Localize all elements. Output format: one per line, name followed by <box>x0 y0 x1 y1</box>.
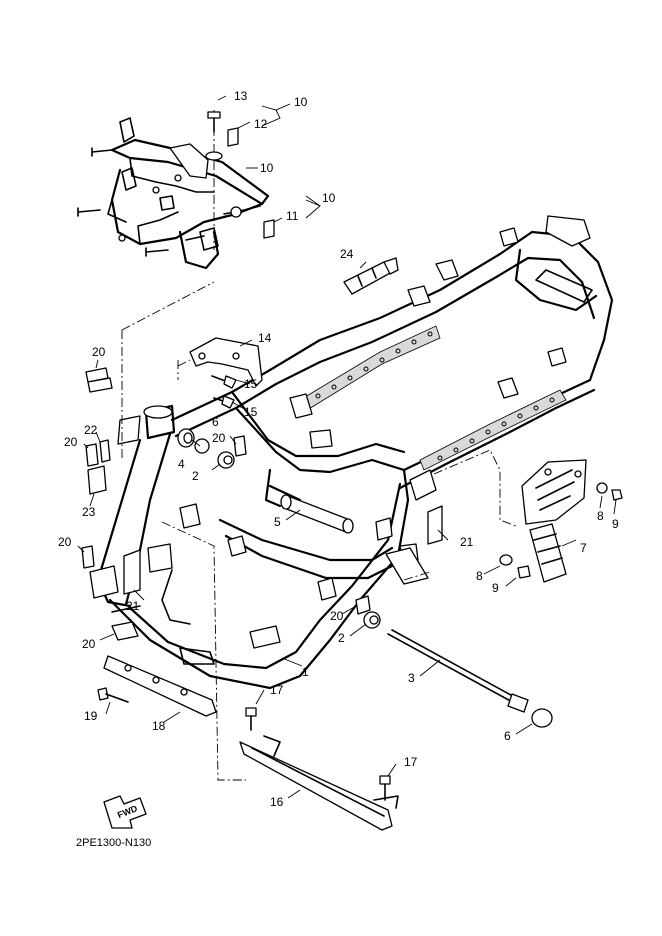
callout-15-lower: 15 <box>244 405 258 419</box>
cap-6-upper <box>177 428 195 448</box>
pipe-5 <box>280 494 354 534</box>
callout-21-b: 21 <box>460 535 474 549</box>
callout-13: 13 <box>234 89 248 103</box>
callout-8-lower: 8 <box>476 569 483 583</box>
washer-8-upper <box>596 482 608 494</box>
callout-19: 19 <box>84 709 98 723</box>
callout-8-upper: 8 <box>597 509 604 523</box>
callout-11: 11 <box>286 209 299 223</box>
sticker-20-c <box>81 545 95 569</box>
bolt-13 <box>207 111 221 133</box>
callout-3: 3 <box>408 671 415 685</box>
cap-6-lower <box>531 708 553 728</box>
callout-6-upper: 6 <box>212 415 219 429</box>
callout-7: 7 <box>580 541 587 555</box>
plate-holes <box>315 331 555 461</box>
callout-17-lower: 17 <box>404 755 418 769</box>
main-frame <box>89 215 614 781</box>
sticker-21-b <box>427 505 443 545</box>
shaft-3 <box>387 629 529 713</box>
sticker-23 <box>87 465 107 495</box>
plate-11 <box>263 219 275 239</box>
callout-24: 24 <box>340 247 354 261</box>
callout-1: 1 <box>302 665 309 679</box>
nut-9-upper <box>611 489 623 501</box>
handle-bracket-assembly <box>77 110 270 270</box>
bush-2-lower <box>363 611 381 629</box>
callout-10-low: 10 <box>322 191 336 205</box>
nut-9-lower <box>517 565 531 579</box>
bush-2-upper <box>217 451 235 469</box>
plate-12 <box>227 127 239 147</box>
callout-17-upper: 17 <box>270 683 284 697</box>
callout-10-mid: 10 <box>260 161 274 175</box>
callout-22: 22 <box>84 423 98 437</box>
fwd-arrow-icon <box>103 795 147 829</box>
bolt-15-upper <box>211 375 237 389</box>
callout-12: 12 <box>254 117 268 131</box>
callout-20-e: 20 <box>212 431 226 445</box>
callout-20-a: 20 <box>92 345 106 359</box>
diagram-code: 2PE1300-N130 <box>76 837 151 849</box>
sticker-20-a <box>85 367 113 393</box>
callout-20-f: 20 <box>330 609 344 623</box>
lock-24 <box>343 257 399 295</box>
bolt-17-lower <box>379 775 391 801</box>
plate-18 <box>103 655 217 717</box>
callout-labels: 13 10 12 10 10 11 24 14 20 15 15 6 22 20… <box>58 89 619 809</box>
sticker-22 <box>99 439 111 463</box>
bracket-14 <box>189 337 263 387</box>
callout-20-c: 20 <box>58 535 72 549</box>
callout-15-upper: 15 <box>244 377 258 391</box>
bolt-17-upper <box>245 707 257 731</box>
callout-20-b: 20 <box>64 435 78 449</box>
sticker-20-f <box>355 595 371 615</box>
bolt-15-lower <box>213 395 235 409</box>
callout-20-d: 20 <box>82 637 96 651</box>
sticker-21-a <box>123 549 141 595</box>
callout-9-lower: 9 <box>492 581 499 595</box>
leader-lines <box>77 95 617 799</box>
bolt-19 <box>97 687 129 703</box>
sticker-20-b <box>85 443 99 467</box>
sticker-20-e <box>233 435 247 457</box>
callout-2-upper: 2 <box>192 469 199 483</box>
washer-12 <box>205 151 223 161</box>
callout-23: 23 <box>82 505 96 519</box>
callout-5: 5 <box>274 515 281 529</box>
bush-4 <box>194 438 210 454</box>
callout-2-lower: 2 <box>338 631 345 645</box>
callout-21-a: 21 <box>126 599 140 613</box>
callout-14: 14 <box>258 331 272 345</box>
callout-4: 4 <box>178 457 185 471</box>
callout-6-lower: 6 <box>504 729 511 743</box>
callout-9-upper: 9 <box>612 517 619 531</box>
washer-8-lower <box>499 554 513 566</box>
callout-10-top: 10 <box>294 95 308 109</box>
callout-16: 16 <box>270 795 284 809</box>
sticker-20-d <box>111 621 139 641</box>
plate-16 <box>239 735 399 831</box>
callout-18: 18 <box>152 719 166 733</box>
bracket-7 <box>521 459 587 583</box>
